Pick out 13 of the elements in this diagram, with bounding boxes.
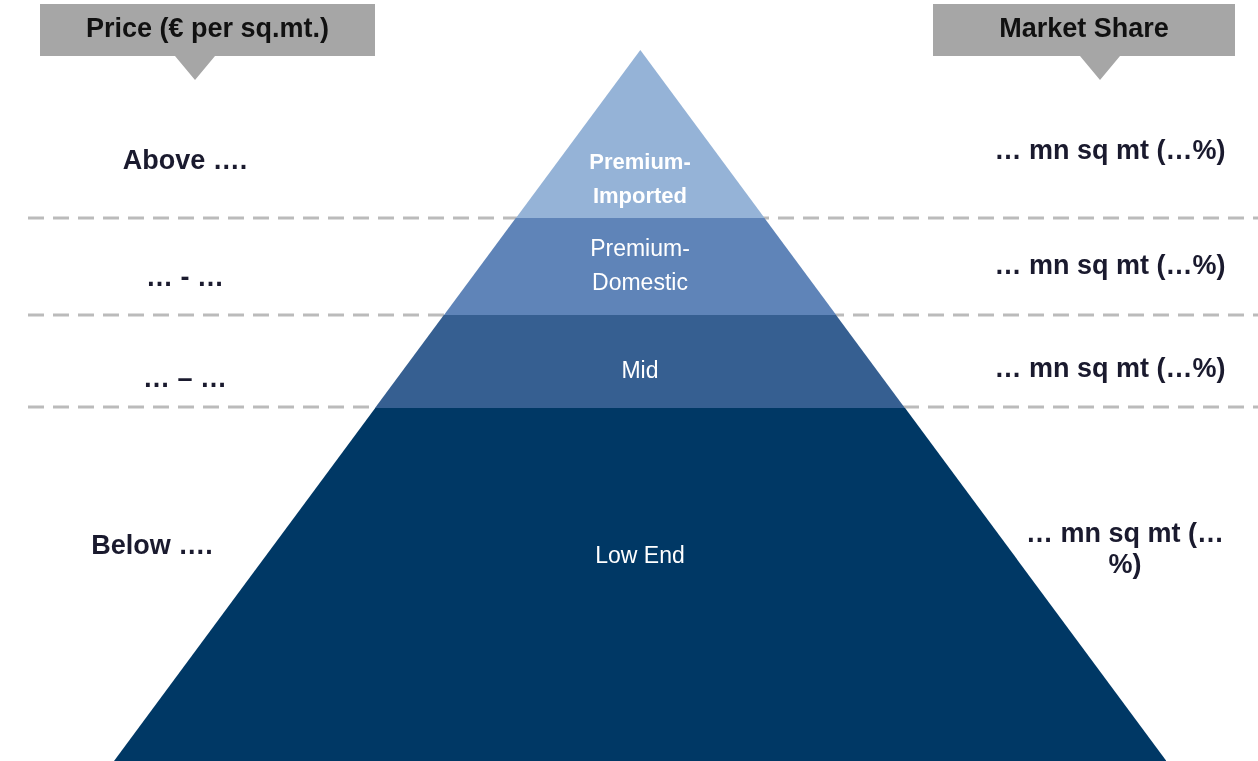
market-share-label: … mn sq mt (…%) xyxy=(1025,518,1225,580)
header-callout: Price (€ per sq.mt.) xyxy=(40,4,375,82)
header-callout: Market Share xyxy=(933,4,1235,82)
market-share-label: … mn sq mt (…%) xyxy=(993,135,1227,166)
price-range-label: Above …. xyxy=(121,145,249,176)
price-range-label: … – … xyxy=(142,363,228,394)
pyramid-tier: Premium- Domestic xyxy=(443,218,837,315)
price-range-label: Below …. xyxy=(90,530,214,561)
price-range-label: … - … xyxy=(145,262,225,293)
market-share-label: … mn sq mt (…%) xyxy=(993,353,1227,384)
market-share-label: … mn sq mt (…%) xyxy=(993,250,1227,281)
pyramid-tier: Mid xyxy=(375,315,905,408)
pyramid-tier: Premium- Imported xyxy=(515,50,765,218)
